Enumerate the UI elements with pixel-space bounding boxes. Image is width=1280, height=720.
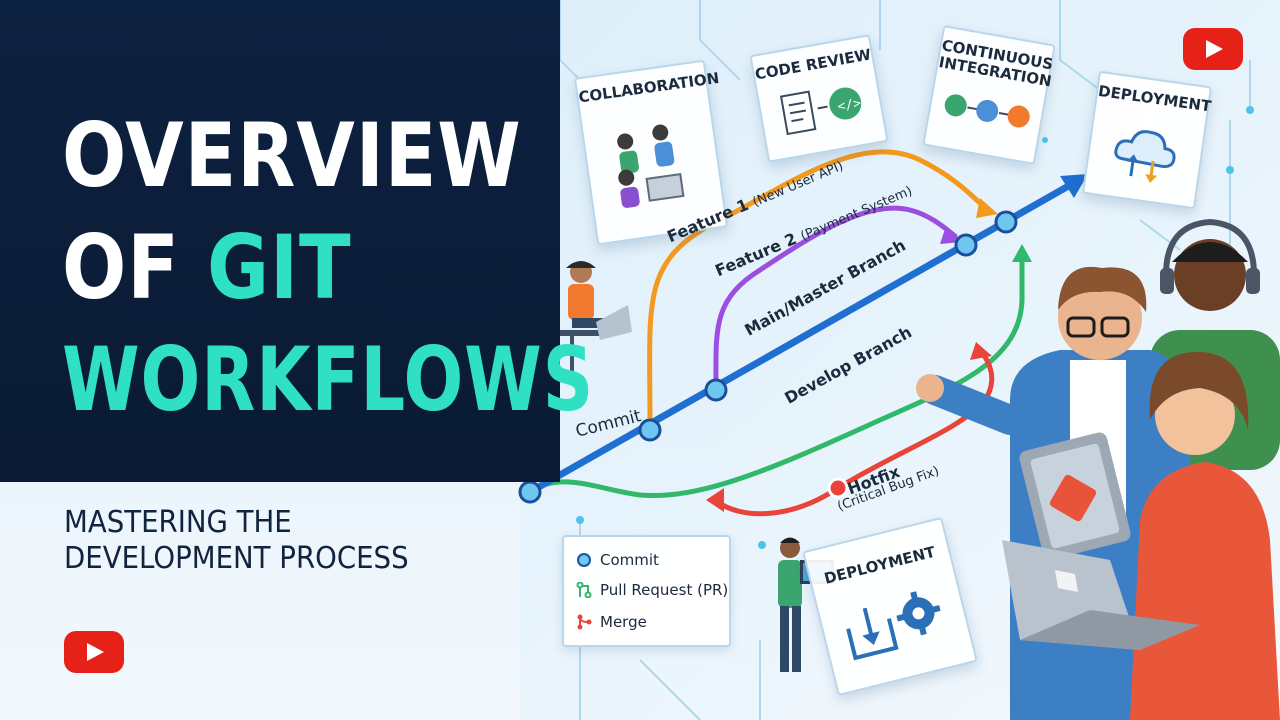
commit-node (518, 480, 542, 504)
develop-arrowhead (1012, 244, 1032, 262)
tablet-device (1019, 432, 1131, 560)
commit-icon (576, 552, 592, 568)
card-deployment-top: DEPLOYMENT (1081, 70, 1213, 210)
commit-node (638, 418, 662, 442)
document-icon: </> (779, 87, 863, 136)
card-title: COLLABORATION (577, 68, 721, 107)
legend: Commit Pull Request (PR) Merge (562, 535, 731, 647)
main-commits (518, 210, 1018, 504)
card-collaboration: COLLABORATION (573, 59, 729, 246)
card-continuous-integration: CONTINUOUS INTEGRATION (922, 25, 1056, 165)
feature2-branch-line (713, 205, 958, 393)
title-line-2-prefix: OF (62, 216, 207, 319)
developer-figure-left (555, 261, 632, 376)
card-deployment-bottom: DEPLOYMENT (802, 516, 978, 697)
card-code-review: CODE REVIEW </> (749, 34, 889, 163)
main-arrowhead (1060, 174, 1088, 198)
hotfix-commit (827, 477, 849, 499)
legend-pull-request: Pull Request (PR) (576, 579, 728, 601)
commit-node (994, 210, 1018, 234)
gear-icon (896, 591, 941, 636)
legend-merge: Merge (576, 611, 647, 633)
legend-merge-label: Merge (600, 613, 647, 631)
pull-request-icon (576, 581, 592, 599)
team-meeting-icon (617, 124, 685, 208)
circuit-dots (576, 106, 1254, 549)
download-icon (846, 591, 941, 661)
youtube-logo-icon[interactable] (1183, 28, 1243, 70)
legend-pull-request-label: Pull Request (PR) (600, 581, 729, 599)
commit-node (704, 378, 728, 402)
person-woman (1130, 351, 1280, 720)
commit-node (954, 233, 978, 257)
youtube-logo-icon[interactable] (64, 631, 124, 673)
merge-icon (576, 614, 592, 630)
feature1-arrowhead (976, 198, 998, 218)
hotfix-arrowhead-top (970, 342, 992, 360)
hotfix-arrowhead-left (706, 488, 724, 512)
title-line-1: OVERVIEW (62, 104, 522, 207)
title-line-2-accent: GIT (206, 216, 352, 319)
hotfix-branch-line (712, 347, 995, 517)
pipeline-icon (944, 94, 1030, 128)
laptop-device (1002, 540, 1200, 650)
title-line-2: OF GIT (62, 224, 351, 312)
cloud-upload-icon (1114, 130, 1176, 183)
legend-commit-label: Commit (600, 551, 659, 569)
card-title: CONTINUOUS INTEGRATION (937, 36, 1055, 91)
title-line-3: WORKFLOWS (62, 328, 595, 431)
main-branch-line (526, 180, 1076, 496)
card-title: CODE REVIEW (753, 45, 873, 84)
title-panel (0, 0, 560, 482)
svg-text:</>: </> (837, 96, 863, 115)
legend-commit: Commit (576, 549, 659, 571)
feature1-branch-line (647, 149, 991, 423)
subtitle: MASTERING THE DEVELOPMENT PROCESS (64, 505, 409, 576)
card-title: DEPLOYMENT (1097, 81, 1213, 116)
